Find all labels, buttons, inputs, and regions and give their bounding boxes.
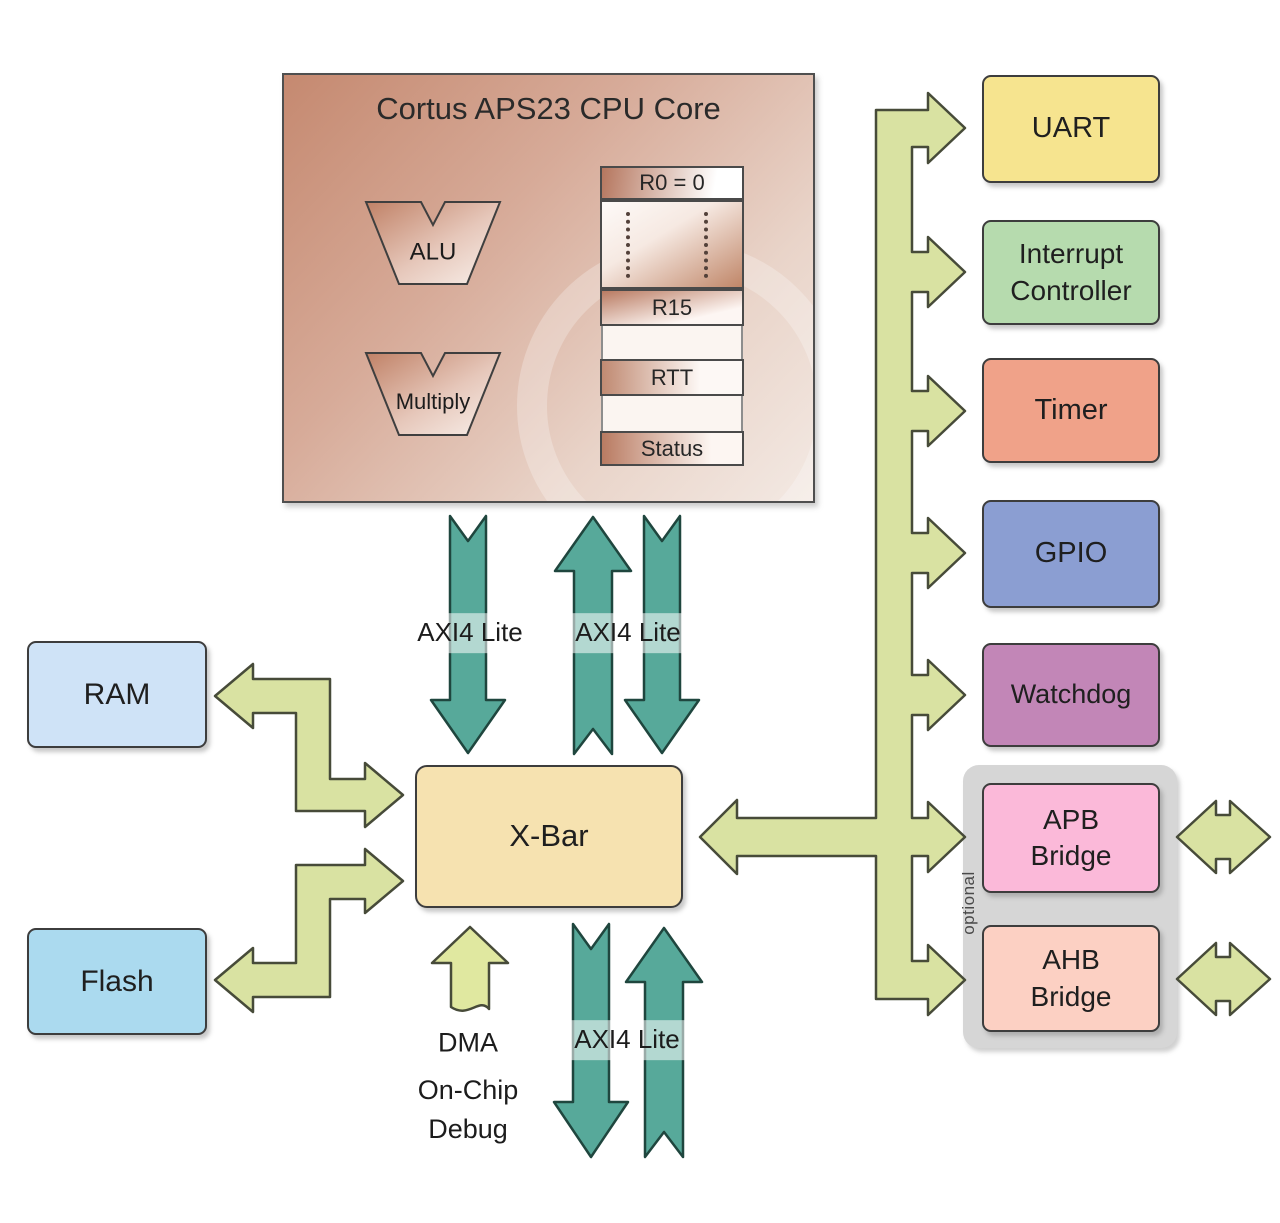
dma-label: DMA (438, 1027, 498, 1058)
axi4-lite-label-right: AXI4 Lite (568, 613, 688, 653)
ahb-bridge-block: AHB Bridge (982, 925, 1160, 1032)
register-dots-left (626, 212, 630, 278)
apb-external-arrow (1175, 799, 1272, 875)
register-r0: R0 = 0 (600, 166, 744, 200)
flash-block: Flash (27, 928, 207, 1035)
apb-bridge-block: APB Bridge (982, 783, 1160, 893)
optional-label: optional (959, 871, 978, 935)
multiply-label: Multiply (395, 389, 471, 415)
register-status: Status (600, 431, 744, 466)
axi4-lite-label-left: AXI4 Lite (410, 613, 530, 653)
xbar-block: X-Bar (415, 765, 683, 908)
peripheral-gpio: GPIO (982, 500, 1160, 608)
register-connector-1 (601, 326, 743, 359)
axi4-lite-label-bottom: AXI4 Lite (567, 1020, 687, 1060)
ram-block: RAM (27, 641, 207, 748)
ram-xbar-arrow (213, 662, 405, 829)
ahb-external-arrow (1175, 941, 1272, 1017)
register-r15: R15 (600, 289, 744, 326)
peripheral-bus-trunk-arrow (698, 91, 967, 1017)
alu-label: ALU (409, 238, 457, 266)
peripheral-watchdog: Watchdog (982, 643, 1160, 747)
register-dots-box (600, 200, 744, 289)
on-chip-debug-label: On-Chip Debug (417, 1074, 519, 1144)
peripheral-timer: Timer (982, 358, 1160, 463)
dma-arrow (430, 925, 510, 1012)
multiply-shape (364, 352, 502, 436)
cpu-core-title: Cortus APS23 CPU Core (376, 91, 721, 126)
peripheral-interrupt-controller: Interrupt Controller (982, 220, 1160, 325)
register-connector-2 (601, 396, 743, 431)
register-dots-right (704, 212, 708, 278)
peripheral-uart: UART (982, 75, 1160, 183)
alu-shape (364, 201, 502, 285)
flash-xbar-arrow (213, 847, 405, 1014)
register-rtt: RTT (600, 359, 744, 396)
